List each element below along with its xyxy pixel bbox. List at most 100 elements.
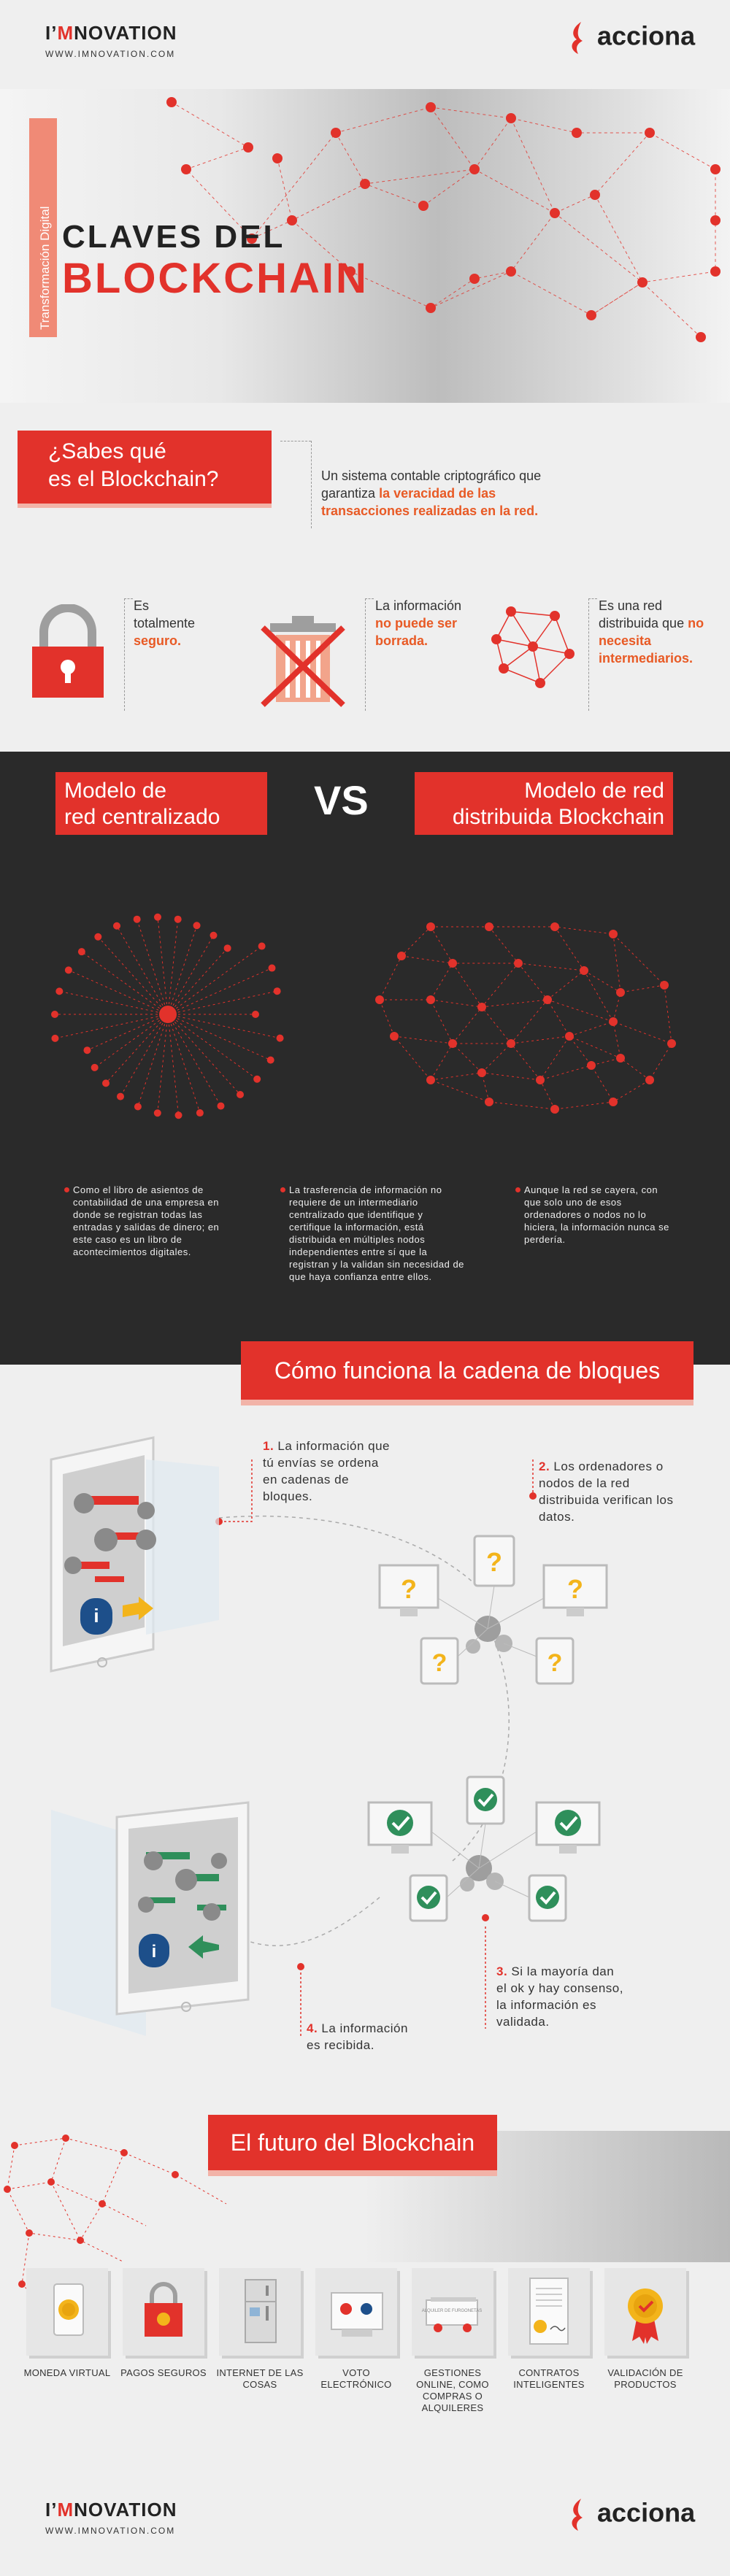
spoke-line	[59, 990, 169, 1015]
future-card-iot	[219, 2268, 301, 2356]
peripheral-node	[51, 1011, 58, 1018]
spoke-line	[167, 968, 272, 1015]
hero-side-tab: Transformación Digital	[29, 118, 57, 337]
peripheral-node	[253, 1075, 261, 1083]
bullet-dot	[64, 1187, 69, 1192]
step-4: 4. La información es recibida.	[307, 2021, 408, 2052]
divider	[124, 598, 125, 711]
peripheral-node	[273, 987, 281, 995]
future-card-online-services: ALQUILER DE FURGONETAS	[412, 2268, 493, 2356]
footer-brand-url[interactable]: WWW.IMNOVATION.COM	[45, 2526, 176, 2536]
future-label: VOTO ELECTRÓNICO	[320, 2367, 392, 2390]
step-1: 1. La información que tú envías se orden…	[263, 1439, 391, 1503]
peripheral-node	[117, 1092, 124, 1100]
brand-url[interactable]: WWW.IMNOVATION.COM	[45, 49, 176, 59]
hero-title-line1: CLAVES DEL	[62, 219, 285, 255]
note-resilience: Aunque la red se cayera, con que solo un…	[515, 1184, 670, 1246]
network-icon	[491, 606, 575, 688]
peripheral-node	[55, 987, 64, 995]
future-title: El futuro del Blockchain	[208, 2115, 497, 2170]
svg-text:?: ?	[548, 1649, 563, 1677]
peripheral-node	[113, 922, 120, 930]
note-no-intermediary: La trasferencia de información no requie…	[280, 1184, 464, 1283]
future-card-smart-contracts	[508, 2268, 590, 2356]
divider	[311, 441, 312, 528]
ballot-icon	[331, 2292, 383, 2337]
peripheral-node	[102, 1079, 110, 1087]
feature-immutable: La información no puede ser borrada.	[375, 598, 462, 648]
footer-acciona-logo[interactable]: acciona	[568, 2497, 695, 2532]
distributed-model-label: Modelo de red distribuida Blockchain	[415, 772, 673, 835]
future-card-virtual-currency	[26, 2268, 108, 2356]
peripheral-node	[174, 915, 182, 923]
tablet-sender-graphic: i	[50, 1436, 219, 1673]
unverified-nodes-graphic: ? ? ? ? ?	[378, 1535, 608, 1685]
spoke-line	[157, 1014, 169, 1114]
feature-decentralized: Es una red distribuida que no necesita i…	[599, 598, 704, 666]
medal-icon	[628, 2288, 663, 2344]
svg-text:?: ?	[486, 1547, 502, 1577]
peripheral-node	[64, 966, 72, 974]
note-ledger: Como el libro de asientos de contabilida…	[64, 1184, 226, 1258]
bullet-dot	[515, 1187, 520, 1192]
hero-network-graphic	[166, 97, 721, 342]
verified-nodes-graphic	[367, 1775, 601, 1922]
fridge-icon	[245, 2279, 277, 2343]
spoke-line	[167, 1014, 221, 1106]
spoke-line	[167, 1014, 241, 1095]
peripheral-node	[276, 1034, 284, 1042]
future-label: PAGOS SEGUROS	[120, 2367, 207, 2378]
peripheral-node	[266, 1056, 274, 1064]
imnovation-logo[interactable]: I’MNOVATION WWW.IMNOVATION.COM	[45, 22, 177, 59]
peripheral-node	[268, 964, 276, 972]
divider	[124, 598, 133, 599]
brand-name: I’MNOVATION	[45, 22, 177, 44]
spoke-line	[120, 1014, 169, 1097]
future-card-product-validation	[604, 2268, 686, 2356]
future-label: GESTIONES ONLINE, COMO COMPRAS O ALQUILE…	[416, 2367, 489, 2413]
how-it-works-title: Cómo funciona la cadena de bloques	[241, 1341, 694, 1400]
peripheral-node	[193, 922, 201, 930]
peripheral-node	[133, 915, 141, 923]
future-label: MONEDA VIRTUAL	[23, 2367, 111, 2378]
centralized-network-graphic	[51, 913, 284, 1119]
spoke-line	[55, 1014, 169, 1039]
spoke-line	[167, 1014, 180, 1116]
spoke-line	[68, 969, 169, 1015]
peripheral-node	[91, 1063, 99, 1071]
peripheral-node	[196, 1109, 204, 1117]
peripheral-node	[210, 931, 218, 939]
peripheral-node	[252, 1011, 259, 1018]
spoke-line	[167, 1014, 280, 1039]
central-hub-node	[159, 1006, 177, 1023]
future-card-e-voting	[315, 2268, 397, 2356]
crossed-trash-icon	[261, 616, 345, 707]
coin-icon	[53, 2283, 84, 2336]
hero-side-label: Transformación Digital	[38, 206, 52, 330]
how-it-works-diagram: i ? ? ? ? ?	[50, 1436, 608, 2036]
what-is-question-box: ¿Sabes qué es el Blockchain?	[18, 431, 272, 504]
peripheral-node	[237, 1090, 245, 1098]
tablet-receiver-graphic: i	[51, 1801, 250, 2036]
footer-brand-name: I’MNOVATION	[45, 2499, 177, 2521]
spoke-line	[137, 919, 169, 1015]
answer-highlight: la veracidad de las transacciones realiz…	[321, 486, 539, 518]
spoke-line	[167, 1014, 271, 1061]
spoke-line	[167, 1014, 258, 1080]
peripheral-node	[153, 1109, 161, 1117]
spoke-line	[167, 1014, 201, 1114]
spoke-line	[116, 925, 169, 1015]
peripheral-node	[51, 1034, 59, 1042]
svg-text:i: i	[152, 1942, 157, 1962]
acciona-logo[interactable]: acciona	[568, 20, 695, 55]
divider	[588, 598, 589, 711]
peripheral-node	[83, 1046, 91, 1054]
bullet-dot	[280, 1187, 285, 1192]
svg-text:?: ?	[567, 1574, 583, 1604]
svg-text:i: i	[93, 1605, 99, 1627]
hero-banner: Transformación Digital	[0, 89, 730, 403]
peripheral-node	[217, 1102, 225, 1110]
future-label: INTERNET DE LAS COSAS	[216, 2367, 304, 2390]
footer-imnovation-logo[interactable]: I’MNOVATION WWW.IMNOVATION.COM	[45, 2499, 177, 2536]
feature-secure: Es totalmente seguro.	[134, 598, 196, 648]
